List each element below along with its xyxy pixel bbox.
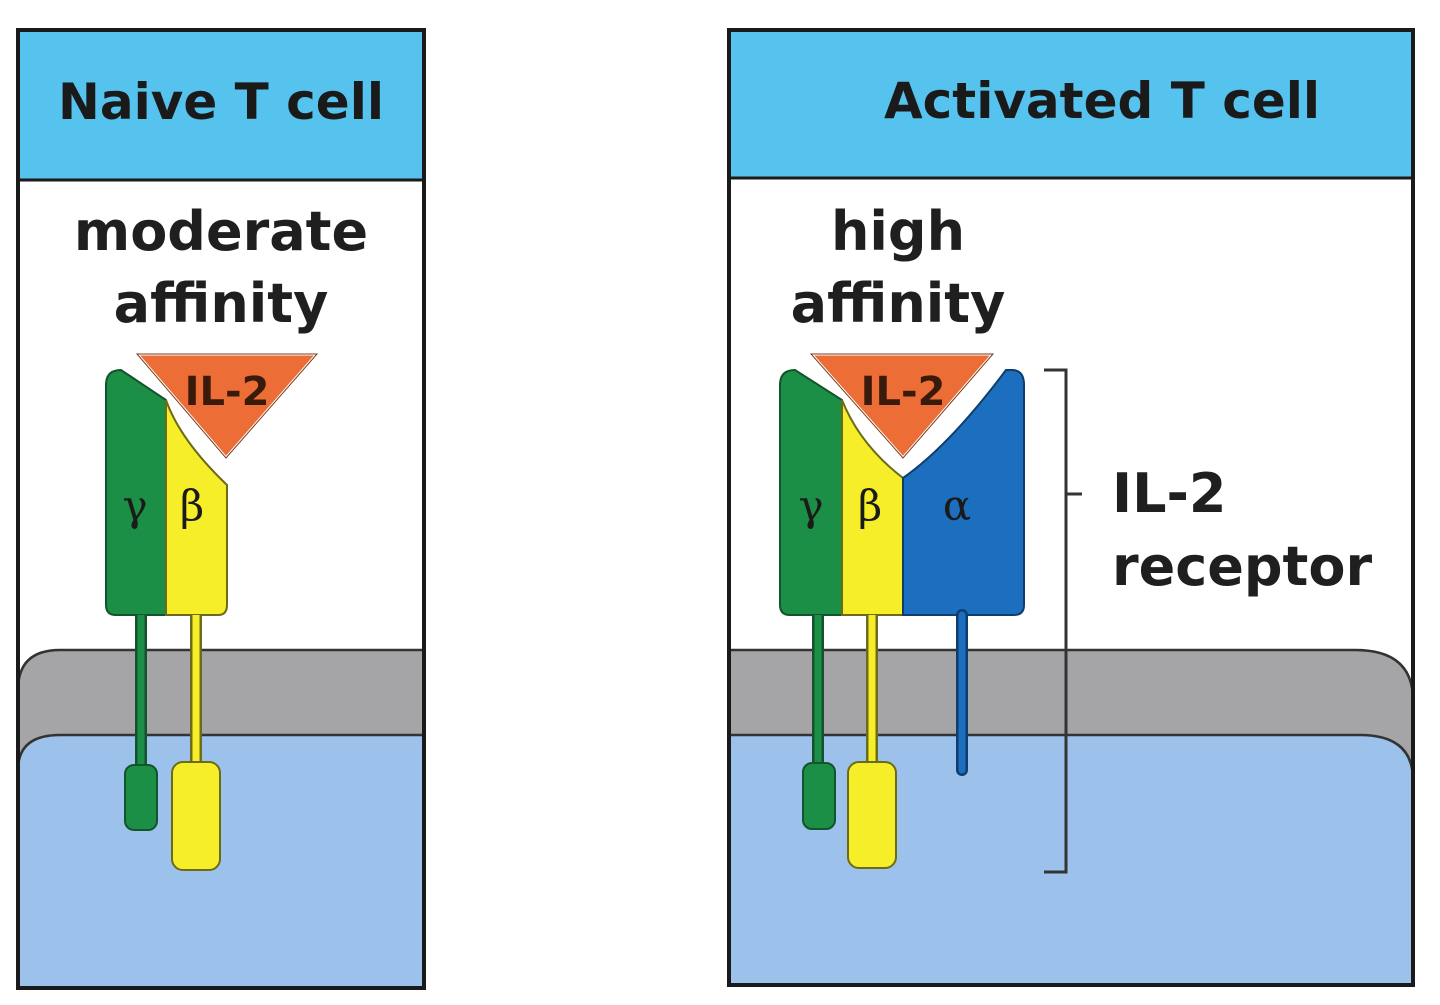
naive-panel: Naive T cell moderate affinity γ β xyxy=(16,28,426,990)
il2-receptor-bracket xyxy=(1044,368,1082,874)
activated-title: Activated T cell xyxy=(884,72,1320,130)
naive-cytoplasm xyxy=(18,735,424,988)
naive-il2-label: IL-2 xyxy=(185,369,270,415)
naive-il2-ligand: IL-2 xyxy=(133,352,321,461)
naive-affinity-line1: moderate xyxy=(74,200,368,263)
naive-gamma-label: γ xyxy=(122,481,147,530)
activated-affinity-line2: affinity xyxy=(791,272,1006,335)
activated-beta-chain: β xyxy=(841,399,904,869)
activated-cytoplasm xyxy=(729,735,1413,985)
activated-gamma-label: γ xyxy=(798,481,823,530)
activated-alpha-label: α xyxy=(943,481,971,530)
activated-affinity-line1: high xyxy=(831,200,965,263)
naive-beta-label: β xyxy=(180,481,204,530)
activated-header-band xyxy=(729,30,1413,178)
naive-affinity-line2: affinity xyxy=(114,272,329,335)
il2-receptor-label-line1: IL-2 xyxy=(1112,462,1227,525)
naive-gamma-chain: γ xyxy=(105,368,167,831)
activated-panel-border xyxy=(727,28,1415,987)
naive-panel-border xyxy=(16,28,426,990)
naive-header-band xyxy=(18,30,424,180)
activated-il2-ligand: IL-2 xyxy=(807,352,997,461)
activated-beta-label: β xyxy=(858,481,882,530)
il2-receptor-label-line2: receptor xyxy=(1112,535,1372,598)
activated-alpha-chain: α xyxy=(902,369,1025,776)
activated-il2-label: IL-2 xyxy=(861,369,946,415)
naive-title: Naive T cell xyxy=(58,73,384,131)
activated-gamma-chain: γ xyxy=(779,368,843,830)
activated-panel: Activated T cell high affinity γ β xyxy=(727,28,1415,987)
naive-beta-chain: β xyxy=(165,399,228,871)
